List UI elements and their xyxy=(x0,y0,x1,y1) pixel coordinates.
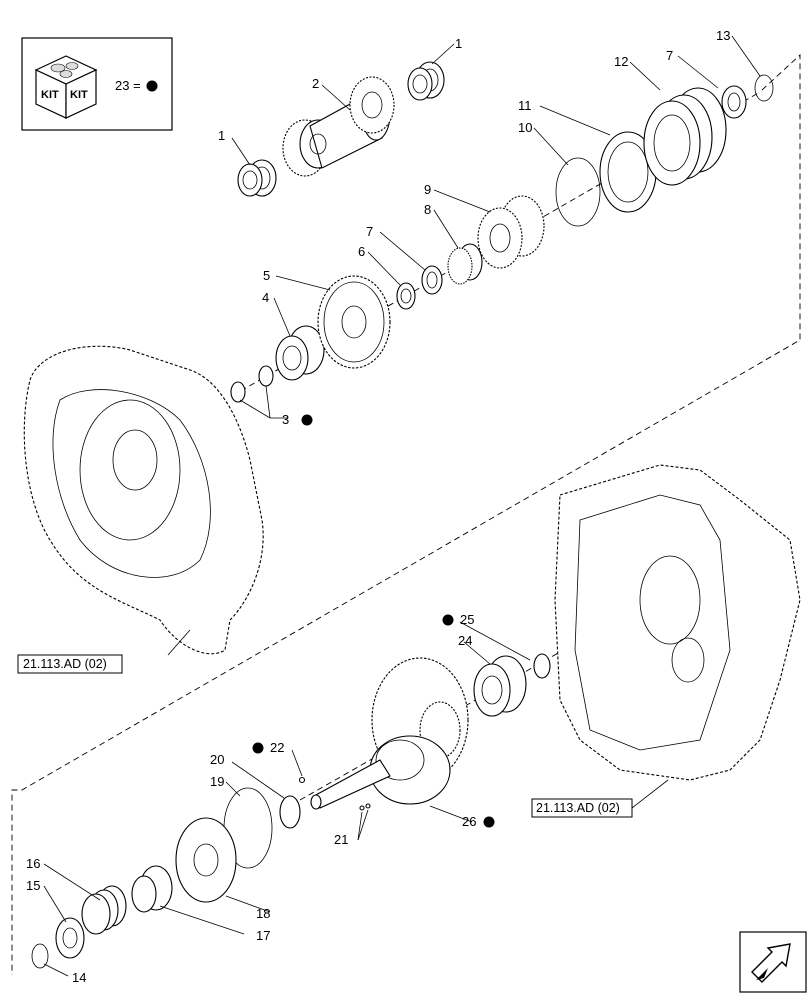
piston-18 xyxy=(175,817,237,903)
callout-7-mid: 7 xyxy=(366,224,373,239)
snap-ring-13 xyxy=(754,74,774,102)
callout-2: 2 xyxy=(312,76,319,91)
callout-19: 19 xyxy=(210,774,224,789)
bearing-24 xyxy=(473,655,527,717)
ring-7-top xyxy=(721,85,747,119)
bearing-4 xyxy=(275,325,325,381)
callout-4: 4 xyxy=(262,290,269,305)
callout-20: 20 xyxy=(210,752,224,767)
callout-25: 25 xyxy=(460,612,474,627)
kit-text-left: KIT xyxy=(41,89,59,101)
callout-5: 5 xyxy=(263,268,270,283)
hub-9 xyxy=(477,195,545,269)
callout-21: 21 xyxy=(334,832,348,847)
needle-bearing-8 xyxy=(447,243,483,285)
callout-24: 24 xyxy=(458,633,472,648)
callout-11: 11 xyxy=(518,98,532,113)
callout-3-kit-dot-icon xyxy=(301,414,313,426)
cluster-gear-2 xyxy=(282,76,395,177)
bearing-1-left xyxy=(237,159,277,197)
callout-14: 14 xyxy=(72,970,86,985)
callout-3: 3 xyxy=(282,412,289,427)
callout-9: 9 xyxy=(424,182,431,197)
callout-18: 18 xyxy=(256,906,270,921)
callout-22-kit-dot-icon xyxy=(252,742,264,754)
ring-7-mid xyxy=(421,265,443,295)
left-housing xyxy=(23,345,264,655)
callout-17: 17 xyxy=(256,928,270,943)
callout-1-left: 1 xyxy=(218,128,225,143)
kit-legend: KIT KIT 23 = xyxy=(21,37,173,131)
callout-15: 15 xyxy=(26,878,40,893)
kit-legend-text: 23 = xyxy=(115,78,141,93)
callout-13: 13 xyxy=(716,28,730,43)
gear-5 xyxy=(317,275,391,369)
washer-6 xyxy=(396,282,416,310)
next-page-arrow-icon[interactable] xyxy=(739,931,807,993)
callout-26: 26 xyxy=(462,814,476,829)
callout-labels: 1 1 2 3 4 5 6 7 7 8 9 10 11 12 13 14 15 … xyxy=(26,28,730,985)
callout-16: 16 xyxy=(26,856,40,871)
spring-16 xyxy=(81,885,127,935)
callout-10: 10 xyxy=(518,120,532,135)
callout-12: 12 xyxy=(614,54,628,69)
snap-ring-10 xyxy=(555,157,601,227)
kit-dot-icon xyxy=(146,80,158,92)
snap-ring-25 xyxy=(533,653,551,679)
clutch-pack-12 xyxy=(643,87,727,186)
reference-box-left[interactable]: 21.113.AD (02) xyxy=(17,654,123,674)
reference-left-text: 21.113.AD (02) xyxy=(23,657,107,671)
washer-15 xyxy=(55,917,85,959)
callout-6: 6 xyxy=(358,244,365,259)
bearing-1-right xyxy=(407,61,445,101)
callout-7-top: 7 xyxy=(666,48,673,63)
sleeve-17 xyxy=(131,865,173,913)
kit-text-right: KIT xyxy=(70,89,88,101)
callout-25-kit-dot-icon xyxy=(442,614,454,626)
ring-20 xyxy=(279,795,301,829)
pins-21 xyxy=(359,803,371,811)
reference-box-right[interactable]: 21.113.AD (02) xyxy=(531,798,633,818)
callout-8: 8 xyxy=(424,202,431,217)
right-housing xyxy=(554,464,801,781)
pin-22 xyxy=(298,776,306,784)
snap-ring-14 xyxy=(31,943,49,969)
reference-right-text: 21.113.AD (02) xyxy=(536,801,620,815)
callout-1-right: 1 xyxy=(455,36,462,51)
leader-lines xyxy=(43,35,761,977)
kit-box-icon: KIT KIT xyxy=(34,55,98,119)
callout-22: 22 xyxy=(270,740,284,755)
callout-26-kit-dot-icon xyxy=(483,816,495,828)
gear-carrier-26 xyxy=(310,657,469,810)
